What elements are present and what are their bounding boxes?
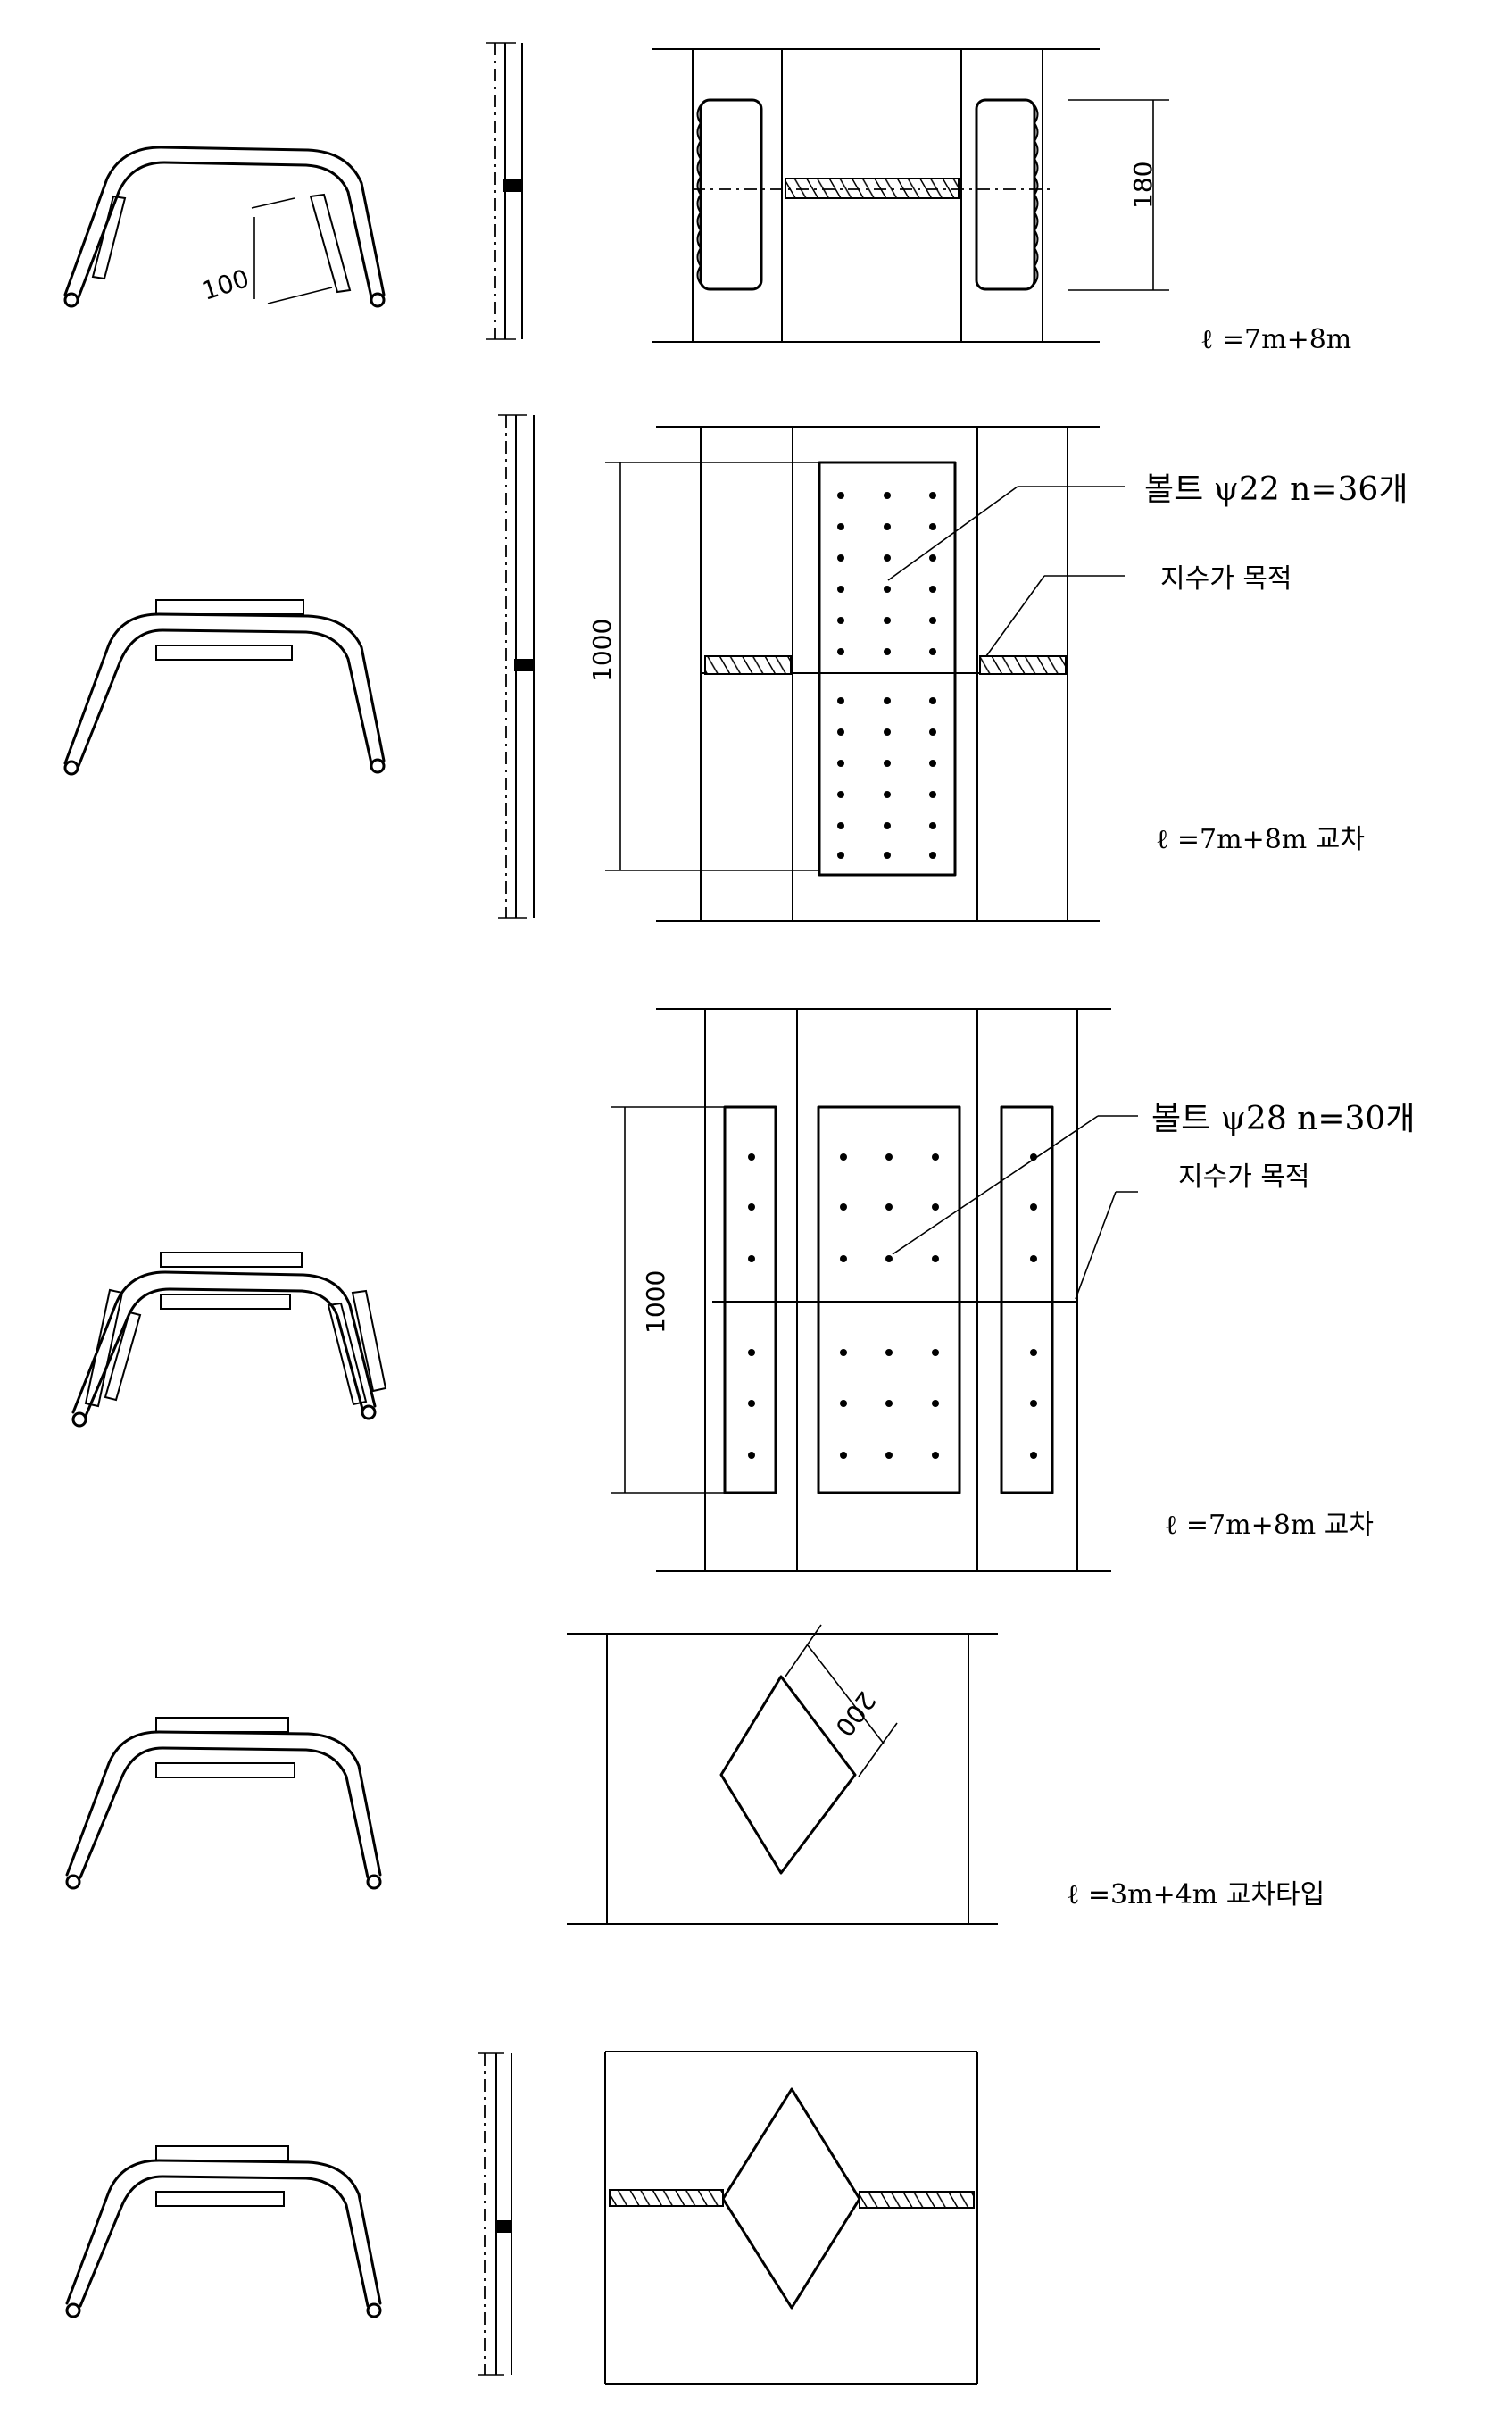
dim-200-label: 200 bbox=[829, 1686, 882, 1742]
splice-plate-top-2 bbox=[155, 599, 304, 615]
seal-weld-left-2 bbox=[704, 655, 792, 675]
side-plate-left-3 bbox=[723, 1105, 777, 1494]
splice-plate-bottom-4 bbox=[155, 1762, 295, 1778]
plan-view-1: 180 bbox=[652, 48, 1169, 343]
length-label-3: ℓ =7m+8m 교차 bbox=[1165, 1510, 1374, 1541]
bolt-holes-2 bbox=[837, 492, 936, 859]
section-1-butt-weld-joint: 100 180 bbox=[63, 42, 1351, 355]
splice-plate-top-3 bbox=[160, 1252, 303, 1268]
section-3-bolted-splice-double: 1000 볼트 ψ28 n=30개 지수가 목적 ℓ =7m+8m 교차 bbox=[71, 1008, 1415, 1572]
splice-plate-bottom-2 bbox=[155, 645, 293, 661]
profile-view-3 bbox=[71, 1252, 387, 1428]
butt-plate-left bbox=[699, 98, 763, 291]
plan-view-3: 1000 bbox=[611, 1008, 1138, 1572]
section-4-diamond-plate: 200 ℓ =3m+4m 교차타입 bbox=[65, 1624, 1325, 1925]
weld-mark-2 bbox=[514, 659, 534, 671]
side-view-5 bbox=[478, 2052, 512, 2376]
weld-mark-1 bbox=[503, 179, 522, 192]
diamond-plate-4 bbox=[719, 1675, 857, 1875]
plan-view-5 bbox=[604, 2051, 978, 2385]
side-plate-right-3 bbox=[1000, 1105, 1054, 1494]
butt-plate-right bbox=[975, 98, 1036, 291]
splice-plate-bottom-5 bbox=[155, 2191, 285, 2207]
length-label-4: ℓ =3m+4m 교차타입 bbox=[1067, 1879, 1325, 1910]
section-2-bolted-splice: 1000 볼트 ψ22 n=36개 지수가 목적 ℓ =7m+8m 교차 bbox=[63, 414, 1408, 922]
bolt-note-3: 볼트 ψ28 n=30개 bbox=[1151, 1101, 1415, 1137]
splice-plate-top-4 bbox=[155, 1717, 289, 1733]
splice-plate-plan-2 bbox=[818, 461, 957, 877]
dim-1000-label-2: 1000 bbox=[587, 619, 617, 682]
bolt-holes-3 bbox=[748, 1153, 1037, 1459]
diamond-plate-5 bbox=[721, 2087, 861, 2310]
center-plate-3 bbox=[817, 1105, 961, 1494]
dim-180-label: 180 bbox=[1128, 162, 1158, 209]
plan-view-2: 1000 bbox=[587, 426, 1125, 922]
dim-1000-label-3: 1000 bbox=[641, 1270, 670, 1334]
profile-view-2 bbox=[63, 599, 386, 776]
plan-view-4: 200 bbox=[567, 1624, 998, 1925]
length-label-1: ℓ =7m+8m bbox=[1200, 324, 1351, 355]
weld-bead-left-5 bbox=[609, 2189, 724, 2207]
side-view-2 bbox=[498, 414, 535, 919]
weld-mark-5 bbox=[495, 2220, 511, 2233]
length-label-2: ℓ =7m+8m 교차 bbox=[1156, 824, 1365, 855]
weld-bead-right-5 bbox=[859, 2191, 975, 2209]
purpose-note-3: 지수가 목적 bbox=[1178, 1161, 1310, 1193]
dim-100-label: 100 bbox=[198, 263, 253, 306]
side-view-1 bbox=[486, 42, 523, 340]
splice-plate-top-5 bbox=[155, 2145, 289, 2161]
fillet-weld-bead-1 bbox=[785, 178, 960, 199]
bolt-note-2: 볼트 ψ22 n=36개 bbox=[1144, 471, 1408, 508]
section-5-diamond-weld-joint bbox=[65, 2051, 978, 2385]
purpose-note-2: 지수가 목적 bbox=[1160, 563, 1292, 595]
profile-view-1: 100 bbox=[63, 146, 386, 308]
profile-view-4 bbox=[65, 1717, 382, 1890]
seal-weld-right-2 bbox=[979, 655, 1067, 675]
splice-plate-bottom-3 bbox=[160, 1294, 291, 1310]
profile-view-5 bbox=[65, 2145, 382, 2318]
